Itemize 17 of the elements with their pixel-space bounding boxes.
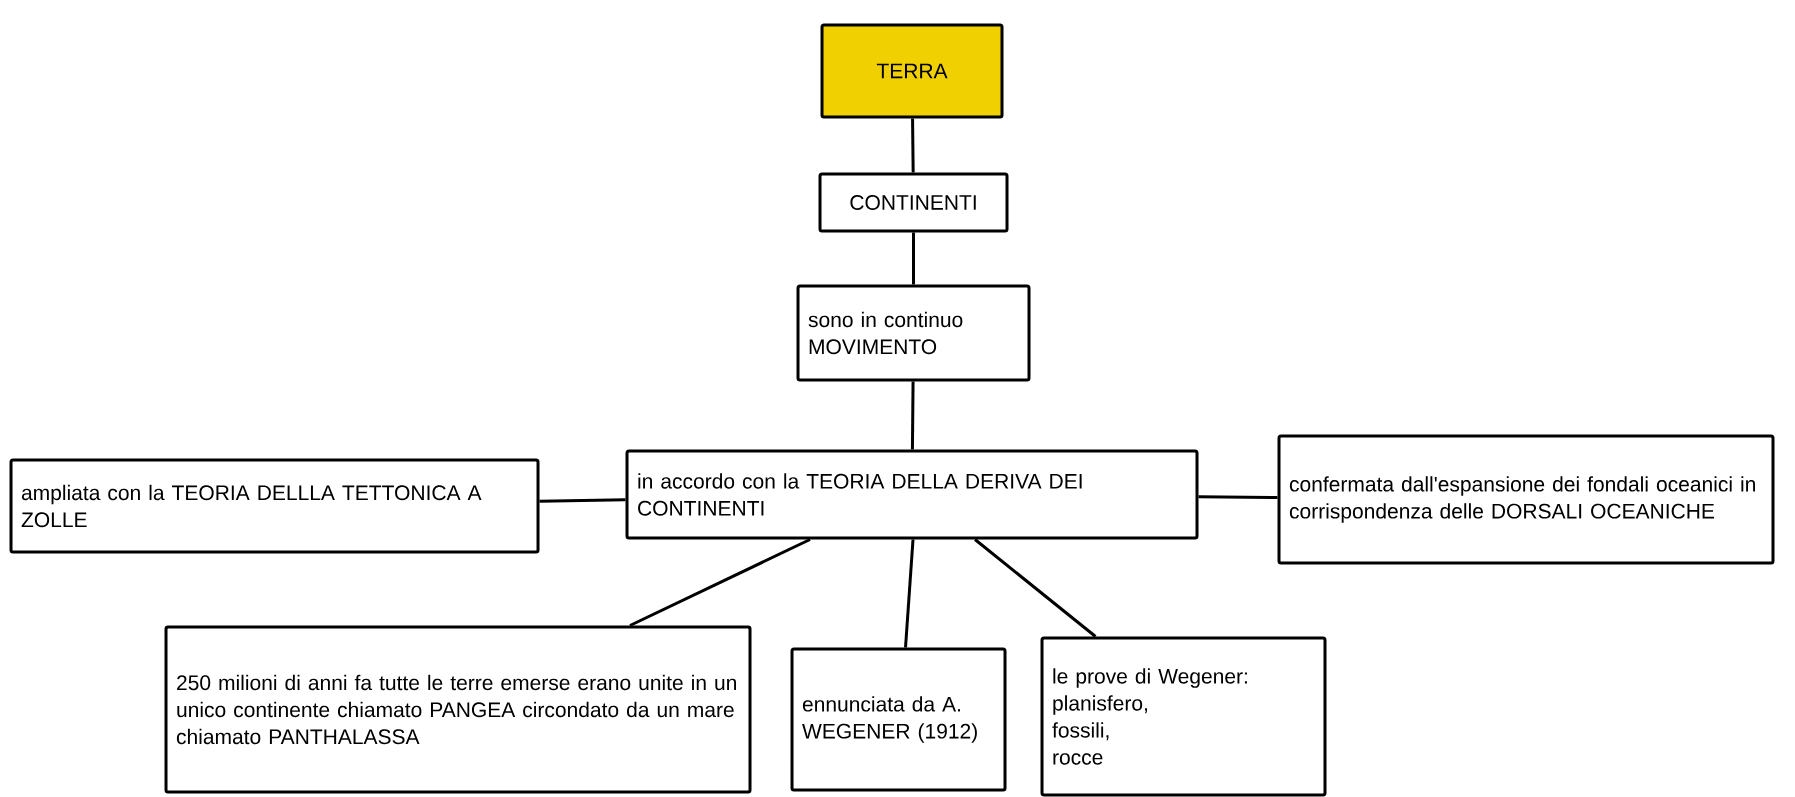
- connector-line: [904, 539, 915, 648]
- concept-box: ennunciata da A. WEGENER (1912): [790, 647, 1007, 792]
- connector-line: [912, 232, 915, 285]
- concept-box: ampliata con la TEORIA DELLLA TETTONICA A ZOLLE: [9, 458, 540, 554]
- connector-line: [629, 538, 811, 627]
- concept-box: in accordo con la TEORIA DELLA DERIVA DEI CONTINENTI: [625, 449, 1199, 540]
- concept-box: confermata dall'espansione dei fondali oceanici in corrispondenza delle DORSALI OCEANICHE: [1277, 434, 1775, 565]
- concept-box: 250 milioni di anni fa tutte le terre emerse erano unite in un unico continente chiamato PANGEA circondato da un mare chiamato PANTHALASSA: [164, 625, 752, 794]
- connector-line: [910, 381, 915, 450]
- concept-box: le prove di Wegener: planisfero, fossili, rocce: [1040, 636, 1327, 797]
- concept-box: TERRA: [820, 23, 1004, 119]
- concept-box: sono in continuo MOVIMENTO: [796, 284, 1031, 382]
- connector-line: [974, 538, 1097, 638]
- connector-line: [1198, 495, 1278, 499]
- connector-line: [911, 118, 915, 173]
- concept-box: CONTINENTI: [818, 172, 1009, 233]
- connector-line: [539, 498, 626, 503]
